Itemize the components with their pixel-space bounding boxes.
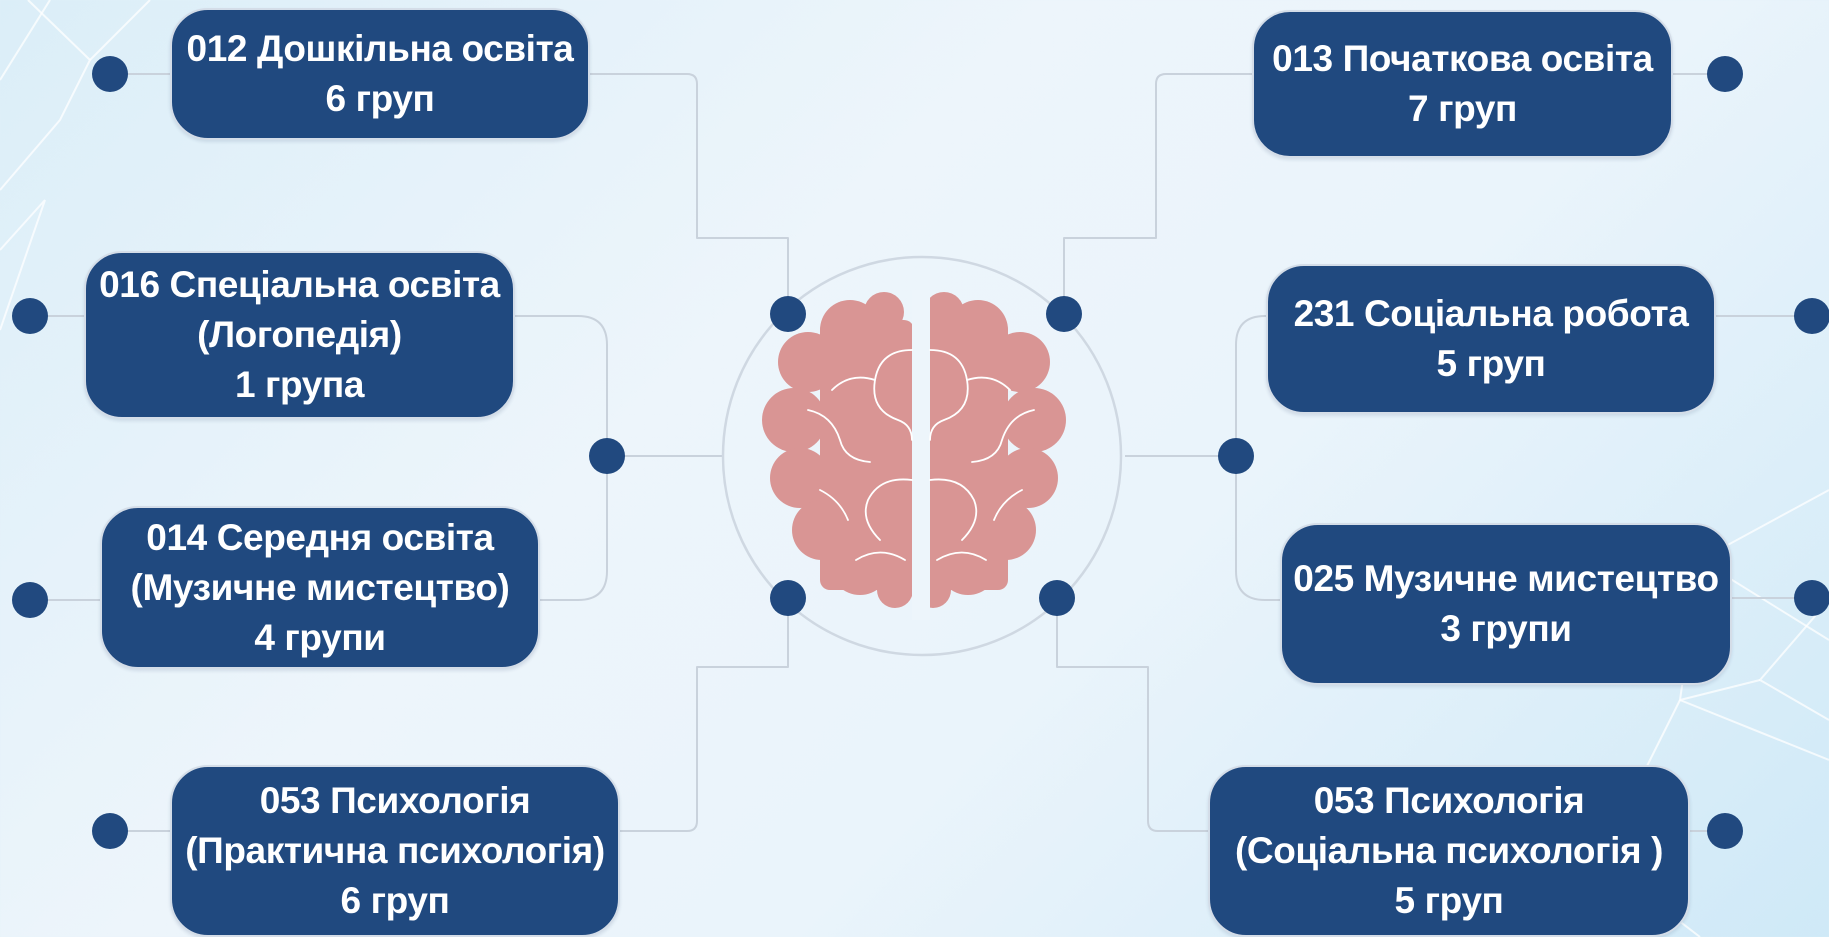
specialty-code: 053 Психологія [1313,780,1585,821]
specialty-box-053-social: 053 Психологія (Соціальна психологія ) 5… [1208,765,1690,937]
specialty-code: 014 Середня освіта [146,516,494,558]
center-circle [721,255,1123,657]
specialty-code: 053 Психологія [259,780,531,821]
connector-dot [1218,438,1254,474]
specialty-code: 012 Дошкільна освіта [186,28,574,69]
group-count: 7 груп [1408,88,1517,129]
specialty-box-053-practical: 053 Психологія (Практична психологія) 6 … [170,765,620,937]
group-count: 6 груп [340,880,450,921]
connector-dot [92,56,128,92]
group-count: 5 груп [1394,880,1504,921]
specialty-box-231: 231 Соціальна робота 5 груп [1266,264,1716,414]
specialty-box-016: 016 Спеціальна освіта (Логопедія) 1 груп… [84,251,515,419]
specialization: (Соціальна психологія ) [1234,830,1663,871]
connector-dot [1794,298,1829,334]
connector-dot [1046,296,1082,332]
connector-dot [92,813,128,849]
specialty-box-012: 012 Дошкільна освіта 6 груп [170,8,590,140]
connector-dot [770,580,806,616]
specialization: (Логопедія) [197,314,402,355]
specialization: (Музичне мистецтво) [130,566,510,608]
group-count: 4 групи [254,616,386,658]
specialty-code: 025 Музичне мистецтво [1293,558,1719,599]
group-count: 6 груп [325,78,435,119]
brain-icon [762,290,1066,620]
connector-dot [1707,56,1743,92]
group-count: 5 груп [1436,343,1546,384]
connector-dot [770,296,806,332]
connector-dot [1794,580,1829,616]
connector-dot [589,438,625,474]
connector-dot [1039,580,1075,616]
specialization: (Практична психологія) [185,830,605,871]
specialty-box-025: 025 Музичне мистецтво 3 групи [1280,523,1732,685]
specialty-code: 231 Соціальна робота [1293,293,1689,334]
connector-dot [12,298,48,334]
specialty-code: 016 Спеціальна освіта [99,264,500,305]
specialty-code: 013 Початкова освіта [1272,38,1653,79]
connector-dot [1707,813,1743,849]
connector-dot [12,582,48,618]
group-count: 1 група [234,364,365,405]
specialty-box-013: 013 Початкова освіта 7 груп [1252,10,1673,158]
specialty-box-014: 014 Середня освіта (Музичне мистецтво) 4… [100,506,540,669]
group-count: 3 групи [1440,608,1572,649]
